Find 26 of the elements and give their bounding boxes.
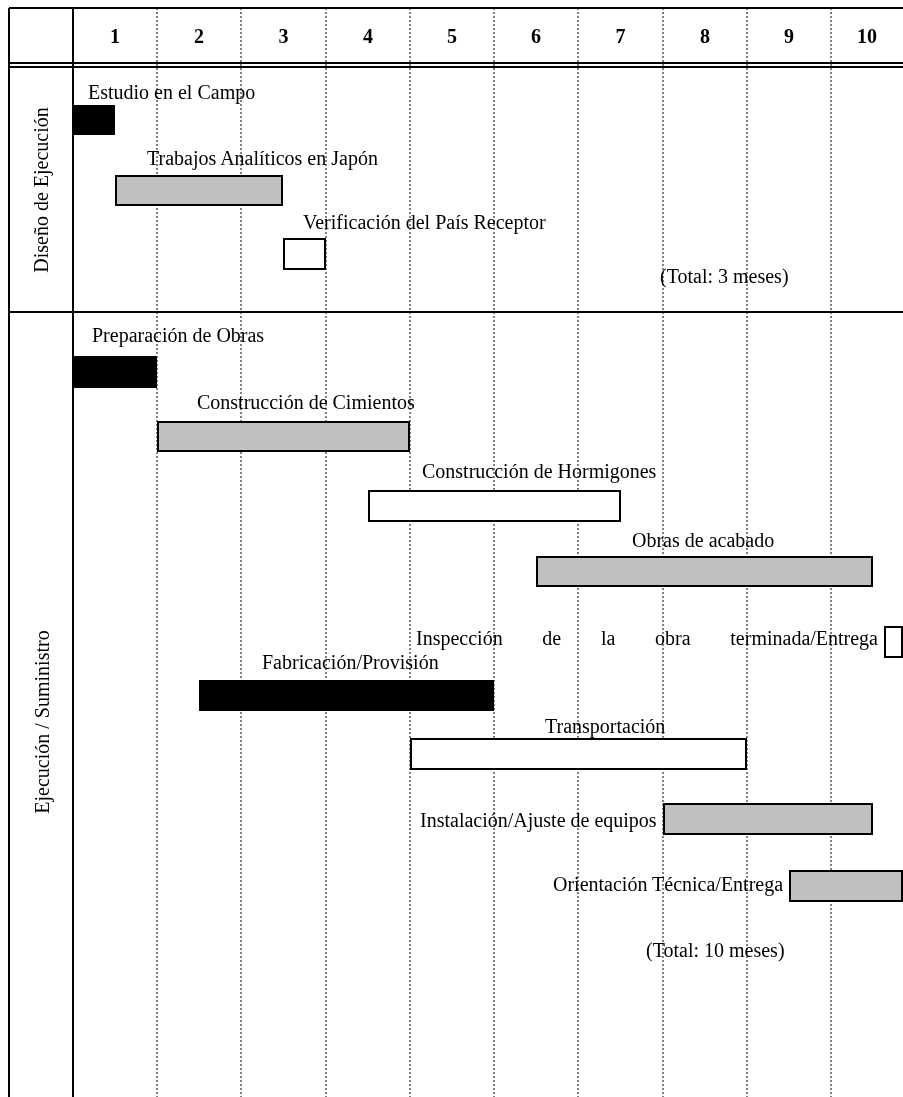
task-label: Construcción de Hormigones	[422, 459, 657, 483]
month-number: 2	[194, 24, 204, 48]
month-number: 5	[447, 24, 457, 48]
month-number: 3	[278, 24, 289, 48]
task-label: Verificación del País Receptor	[303, 210, 546, 234]
task-label: Fabricación/Provisión	[262, 650, 439, 674]
month-number: 1	[110, 24, 120, 48]
task-label: Orientación Técnica/Entrega	[553, 872, 784, 896]
task-label: Instalación/Ajuste de equipos	[420, 808, 657, 832]
duration-note: (Total: 10 meses)	[646, 938, 785, 962]
month-number: 7	[615, 24, 626, 48]
section-title: Ejecución / Suministro	[29, 630, 54, 814]
month-number: 9	[784, 24, 794, 48]
section-title: Diseño de Ejecución	[28, 106, 53, 273]
task-label: Inspección de la obra terminada/Entrega	[416, 626, 878, 650]
month-number: 4	[363, 24, 373, 48]
task-label: Estudio en el Campo	[88, 80, 256, 104]
task-label: Transportación	[545, 714, 666, 738]
month-number: 10	[857, 24, 877, 48]
task-label: Obras de acabado	[632, 528, 775, 552]
task-label: Construcción de Cimientos	[197, 390, 415, 414]
duration-note: (Total: 3 meses)	[660, 264, 789, 288]
task-label: Preparación de Obras	[92, 323, 265, 347]
task-label: Trabajos Analíticos en Japón	[147, 146, 378, 170]
month-number: 8	[700, 24, 710, 48]
month-number: 6	[531, 24, 541, 48]
